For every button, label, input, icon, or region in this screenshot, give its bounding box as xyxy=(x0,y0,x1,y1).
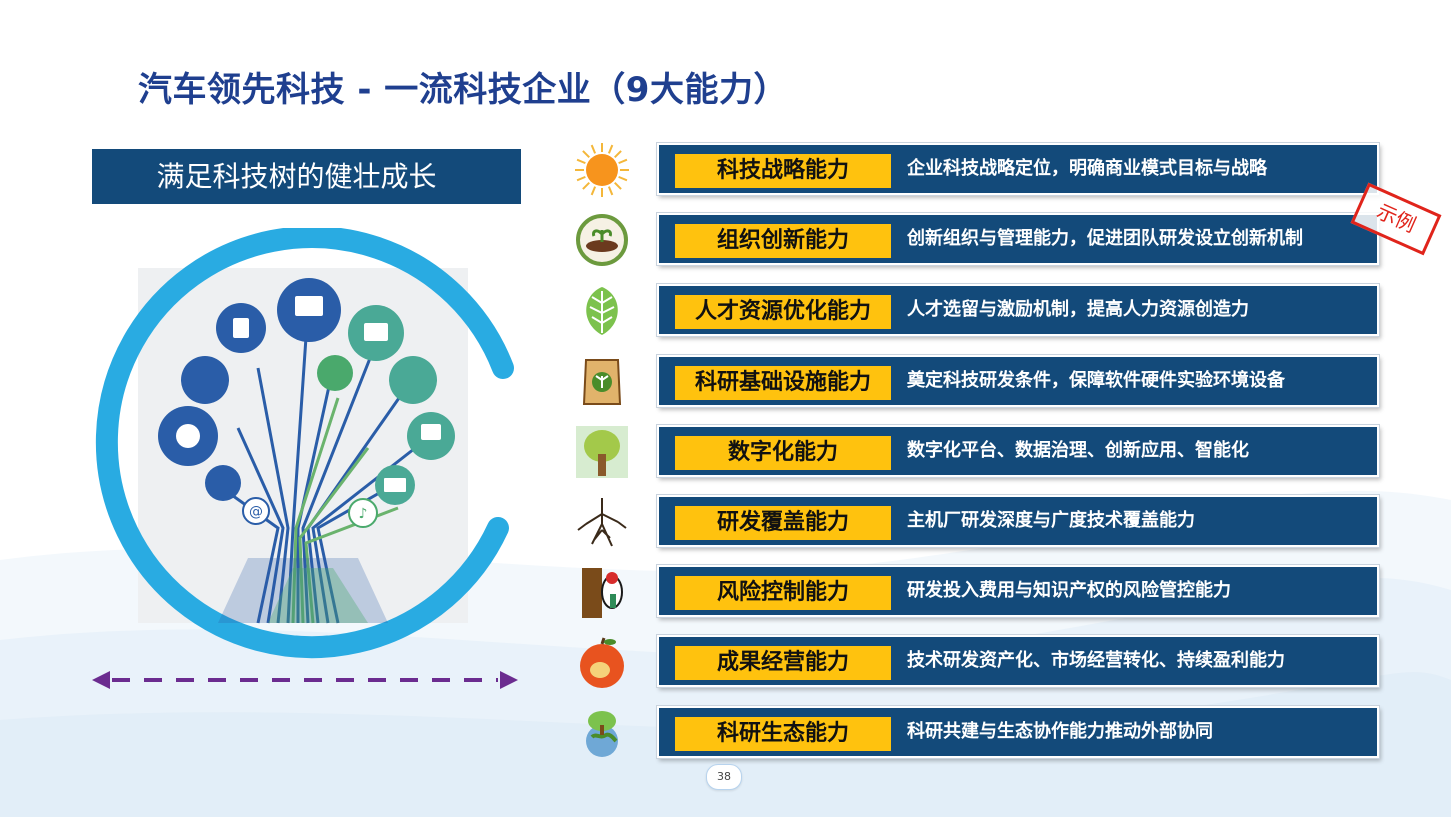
capability-name: 组织创新能力 xyxy=(675,224,891,258)
capability-bar: 人才资源优化能力人才选留与激励机制，提高人力资源创造力 xyxy=(657,284,1379,336)
capability-row: 科研基础设施能力奠定科技研发条件，保障软件硬件实验环境设备 xyxy=(572,354,1382,410)
capability-name: 数字化能力 xyxy=(675,436,891,470)
capability-name: 科研基础设施能力 xyxy=(675,366,891,400)
fruit-icon xyxy=(572,634,632,690)
capability-bar: 风险控制能力研发投入费用与知识产权的风险管控能力 xyxy=(657,565,1379,617)
svg-text:@: @ xyxy=(249,504,263,520)
capability-row: 研发覆盖能力主机厂研发深度与广度技术覆盖能力 xyxy=(572,494,1382,550)
capability-desc: 奠定科技研发条件，保障软件硬件实验环境设备 xyxy=(907,370,1285,391)
capability-desc: 技术研发资产化、市场经营转化、持续盈利能力 xyxy=(907,650,1285,671)
capability-name: 科研生态能力 xyxy=(675,717,891,751)
capability-desc: 企业科技战略定位，明确商业模式目标与战略 xyxy=(907,158,1267,179)
tree-icon xyxy=(572,424,632,480)
capability-desc: 人才选留与激励机制，提高人力资源创造力 xyxy=(907,299,1249,320)
capability-bar: 科研生态能力科研共建与生态协作能力推动外部协同 xyxy=(657,706,1379,758)
capability-name: 科技战略能力 xyxy=(675,154,891,188)
capability-row: 风险控制能力研发投入费用与知识产权的风险管控能力 xyxy=(572,564,1382,620)
capability-name: 研发覆盖能力 xyxy=(675,506,891,540)
roots-icon xyxy=(572,494,632,550)
fertilizer-bag-icon xyxy=(572,354,632,410)
capability-bar: 数字化能力数字化平台、数据治理、创新应用、智能化 xyxy=(657,425,1379,477)
capability-name: 人才资源优化能力 xyxy=(675,295,891,329)
page-title: 汽车领先科技 - 一流科技企业（9大能力） xyxy=(138,70,788,110)
leaf-icon xyxy=(572,283,632,339)
capability-name: 成果经营能力 xyxy=(675,646,891,680)
capability-bar: 组织创新能力创新组织与管理能力，促进团队研发设立创新机制 xyxy=(657,213,1379,265)
double-arrow xyxy=(92,671,518,689)
capability-bar: 研发覆盖能力主机厂研发深度与广度技术覆盖能力 xyxy=(657,495,1379,547)
capability-name: 风险控制能力 xyxy=(675,576,891,610)
woodpecker-icon xyxy=(572,564,632,620)
capability-bar: 科研基础设施能力奠定科技研发条件，保障软件硬件实验环境设备 xyxy=(657,355,1379,407)
soil-icon xyxy=(572,212,632,268)
tech-tree-illustration: @ ♪ xyxy=(95,228,514,659)
page-number: 38 xyxy=(706,764,742,790)
capability-row: 科技战略能力企业科技战略定位，明确商业模式目标与战略 xyxy=(572,142,1382,198)
capability-bar: 成果经营能力技术研发资产化、市场经营转化、持续盈利能力 xyxy=(657,635,1379,687)
capability-row: 组织创新能力创新组织与管理能力，促进团队研发设立创新机制 xyxy=(572,212,1382,268)
section-subtitle: 满足科技树的健壮成长 xyxy=(92,149,521,204)
capability-bar: 科技战略能力企业科技战略定位，明确商业模式目标与战略 xyxy=(657,143,1379,195)
svg-text:♪: ♪ xyxy=(359,506,368,522)
capability-desc: 主机厂研发深度与广度技术覆盖能力 xyxy=(907,510,1195,531)
eco-globe-icon xyxy=(572,705,632,761)
capability-desc: 研发投入费用与知识产权的风险管控能力 xyxy=(907,580,1231,601)
sun-icon xyxy=(572,142,632,198)
capability-desc: 创新组织与管理能力，促进团队研发设立创新机制 xyxy=(907,228,1303,249)
capability-desc: 数字化平台、数据治理、创新应用、智能化 xyxy=(907,440,1249,461)
capability-row: 数字化能力数字化平台、数据治理、创新应用、智能化 xyxy=(572,424,1382,480)
capability-row: 科研生态能力科研共建与生态协作能力推动外部协同 xyxy=(572,705,1382,761)
capability-desc: 科研共建与生态协作能力推动外部协同 xyxy=(907,721,1213,742)
capability-row: 人才资源优化能力人才选留与激励机制，提高人力资源创造力 xyxy=(572,283,1382,339)
capability-row: 成果经营能力技术研发资产化、市场经营转化、持续盈利能力 xyxy=(572,634,1382,690)
